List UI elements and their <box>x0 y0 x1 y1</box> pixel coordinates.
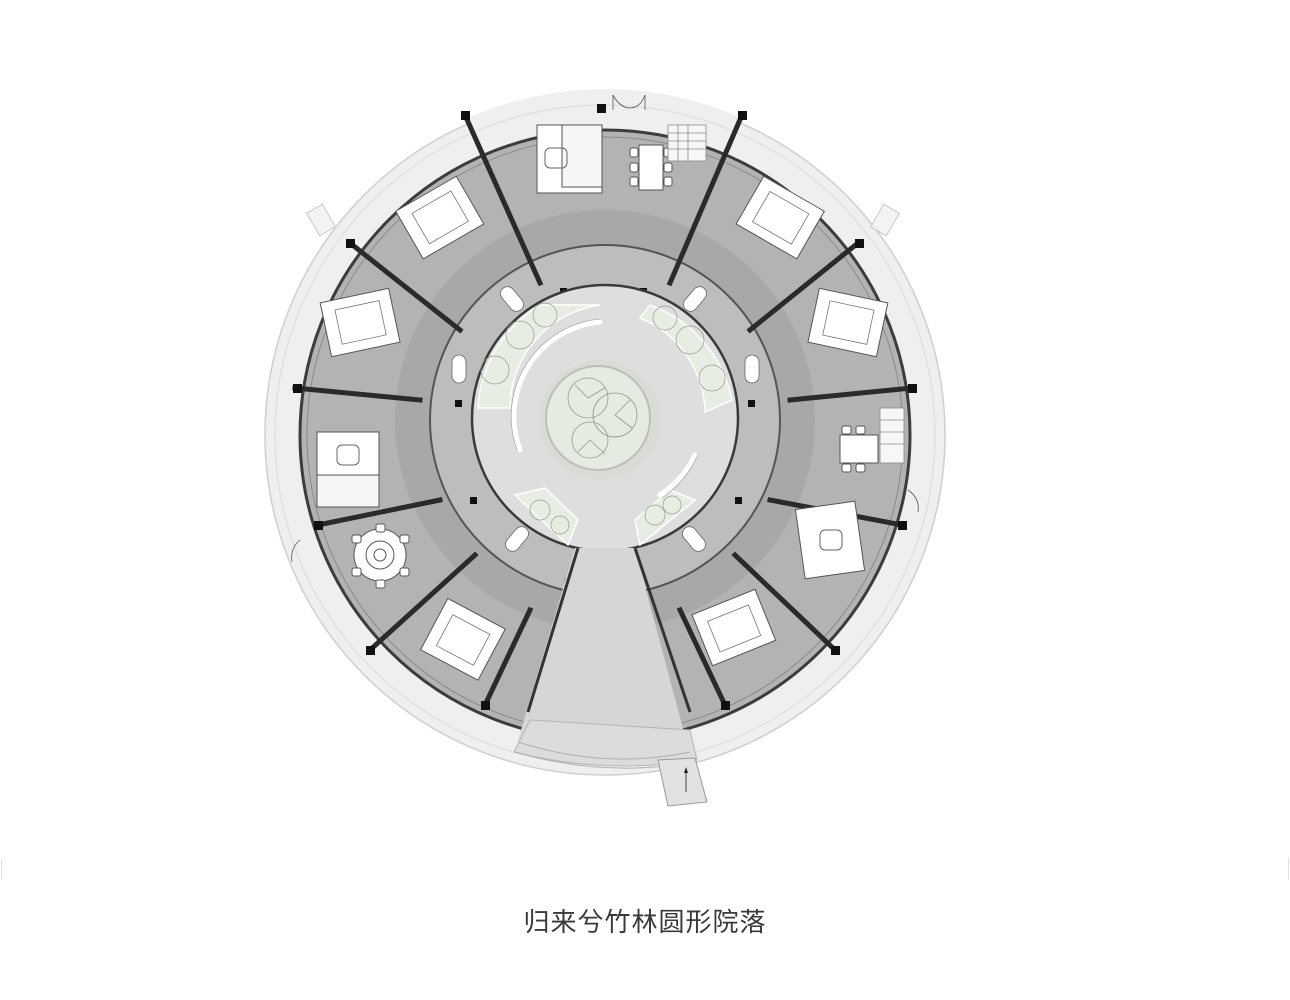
furniture-living <box>316 124 866 580</box>
courtyard-planting-beds <box>477 302 733 547</box>
figure-caption: 归来兮竹林圆形院落 <box>523 908 767 938</box>
frame-border-right <box>1288 858 1289 880</box>
courtyard-curved-benches <box>511 319 698 498</box>
facade-doors <box>291 94 919 563</box>
furniture-beds <box>319 175 889 681</box>
central-tree-planter <box>540 360 660 480</box>
frame-border-left <box>1 858 2 880</box>
bathtubs <box>451 286 760 552</box>
furniture-dining <box>351 144 879 589</box>
floor-plan-figure <box>264 89 946 807</box>
